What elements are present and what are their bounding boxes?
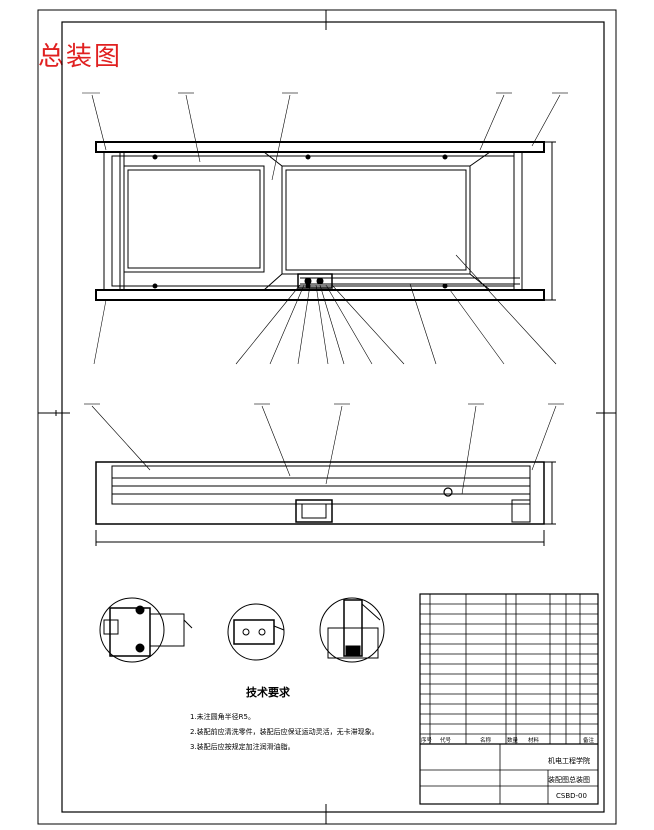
tech-note-2: 2.装配前应清洗零件，装配后应保证运动灵活，无卡滞现象。 [190,728,379,736]
front-view [82,92,568,365]
tb-header-qty: 数量 [507,738,519,744]
tech-note-1: 1.未注圆角半径R5。 [190,713,255,721]
title-block [419,593,599,805]
tb-header-remark: 备注 [583,738,595,744]
detail-view-3 [319,597,385,663]
tech-requirements-heading: 技术要求 [246,686,290,699]
detail-view-1 [99,597,193,663]
tech-note-3: 3.装配后应按规定加注润滑油脂。 [190,743,295,751]
detail-view-2 [227,603,285,661]
tb-designer-org: 机电工程学院 [548,757,590,765]
tb-header-code: 代号 [440,738,452,744]
top-view [84,403,564,546]
drawing-title: 总装图 [38,42,123,72]
tb-header-material: 材料 [528,738,540,744]
inner-frame [61,21,605,813]
tb-drawing-name: 装配图总装图 [548,776,590,784]
tb-drawing-no: CSBD-00 [556,792,587,800]
tb-header-name: 名称 [480,738,492,744]
outer-frame [37,9,617,825]
tb-header-seq: 序号 [421,738,433,744]
